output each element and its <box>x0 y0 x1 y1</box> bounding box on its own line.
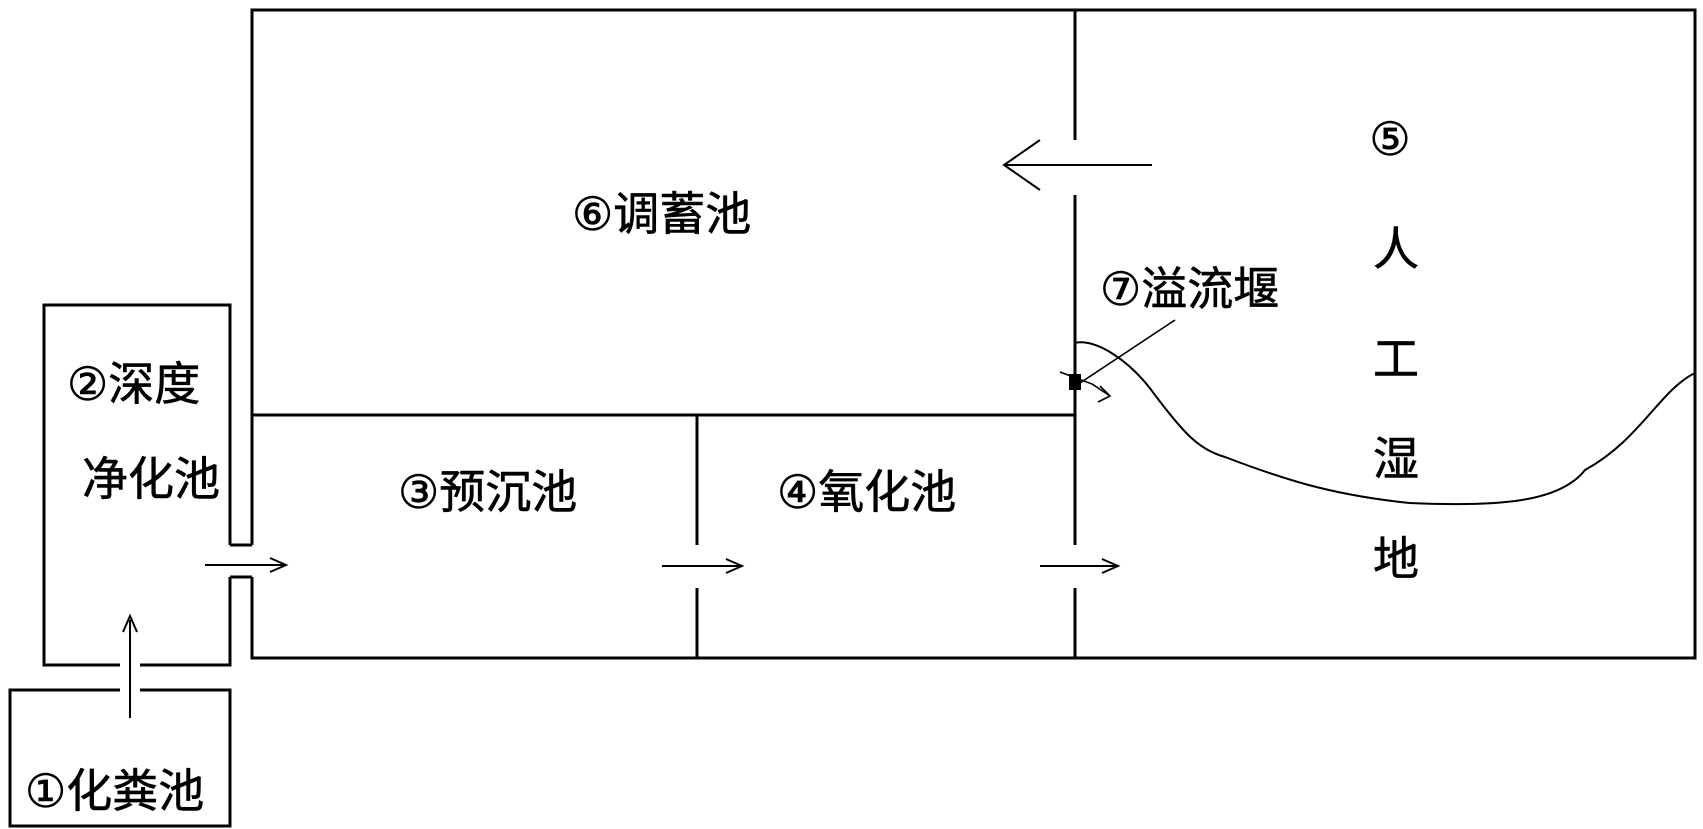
flow-arrow-septic-to-purification <box>122 613 138 718</box>
septic-tank-box <box>8 688 232 828</box>
septic-tank-label: ①化粪池 <box>25 764 204 818</box>
wetland-label-char-1: 人 <box>1373 222 1419 276</box>
wetland-label-char-4: 地 <box>1373 532 1419 586</box>
flow-arrow-oxidation-to-wetland <box>1040 558 1121 574</box>
overflow-weir-small-arrow <box>1059 371 1112 403</box>
flow-arrow-presedimentation-to-oxidation <box>662 558 745 574</box>
main-enclosure <box>250 8 1697 660</box>
deep-purification-label-line1: ②深度 <box>67 357 200 411</box>
wetland-boundary-curve <box>1074 341 1696 506</box>
regulating-storage-label: ⑥调蓄池 <box>572 187 751 241</box>
wetland-number-label: ⑤ <box>1369 112 1410 166</box>
deep-purification-box <box>42 303 232 667</box>
oxidation-label: ④氧化池 <box>777 465 956 519</box>
deep-purification-right-lower-wall <box>140 577 232 667</box>
flow-arrow-wetland-to-regulating <box>1002 139 1152 191</box>
deep-purification-label-line2: 净化池 <box>82 452 220 506</box>
flow-arrow-purification-to-presedimentation <box>205 557 289 573</box>
wetland-label-char-2: 工 <box>1373 332 1419 386</box>
wetland-label-char-3: 湿 <box>1373 432 1419 486</box>
overflow-weir-leader-line <box>1079 319 1176 384</box>
pre-sedimentation-label: ③预沉池 <box>398 465 577 519</box>
overflow-weir-label: ⑦溢流堰 <box>1100 262 1279 316</box>
